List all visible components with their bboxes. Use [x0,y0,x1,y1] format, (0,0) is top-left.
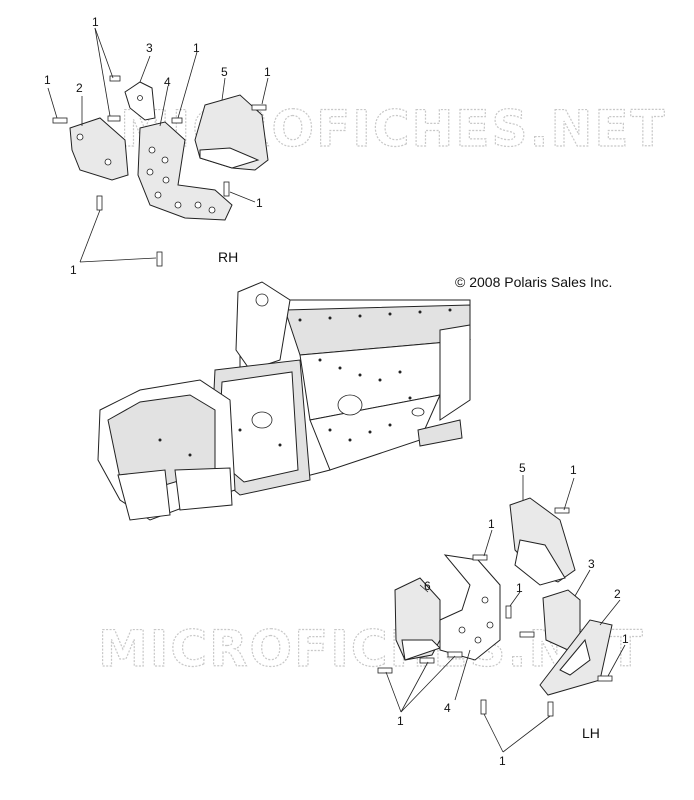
callout-1: 1 [397,714,404,728]
group-label-lh: LH [582,725,600,741]
lh-bolt [472,554,488,561]
lh-bolt [554,507,570,514]
callout-3: 3 [588,557,595,571]
frame-rivets [158,308,452,457]
lh-part-5 [509,497,576,586]
callout-3: 3 [146,41,153,55]
rh-bolt [251,104,267,111]
callout-4: 4 [164,75,171,89]
lh-part-2 [539,619,613,696]
group-label-rh: RH [218,249,238,265]
lh-part-4 [439,554,501,661]
callout-1: 1 [570,463,577,477]
rh-bolt [107,115,121,122]
callout-1: 1 [44,73,51,87]
lh-bolt [547,701,554,717]
callout-1: 1 [264,65,271,79]
lh-bolt [519,631,535,638]
callout-1: 1 [622,632,629,646]
rh-bolt [96,195,103,211]
callout-2: 2 [614,587,621,601]
callout-6: 6 [424,579,431,593]
rh-part-4 [137,121,233,221]
rh-group: 1 1 1 1 1 1 2 3 4 5 RH [44,15,271,277]
rh-bolt [223,181,230,197]
lh-part-6 [394,577,441,661]
lh-bolt [597,675,613,682]
callout-1: 1 [193,41,200,55]
rh-bolt [109,75,121,82]
callout-2: 2 [76,81,83,95]
callout-1: 1 [92,15,99,29]
callout-1: 1 [516,581,523,595]
callout-1: 1 [488,517,495,531]
lh-bolt [480,699,487,715]
callout-1: 1 [256,196,263,210]
callout-4: 4 [444,701,451,715]
rh-bolt [171,117,183,124]
callout-5: 5 [519,461,526,475]
rh-part-5 [194,94,269,171]
rh-bolt [156,251,163,267]
lh-bolt [377,667,393,674]
lh-bolt [505,605,512,619]
callout-5: 5 [221,65,228,79]
lh-group: 1 1 1 1 1 1 2 3 4 5 6 LH [377,461,629,768]
copyright-text: © 2008 Polaris Sales Inc. [455,274,612,290]
callout-1: 1 [70,263,77,277]
callout-1: 1 [499,754,506,768]
lh-bolt [447,651,463,658]
rh-bolt [52,117,68,124]
rh-part-2 [69,117,129,181]
lh-bolt [419,657,435,664]
chassis-frame [97,281,471,521]
